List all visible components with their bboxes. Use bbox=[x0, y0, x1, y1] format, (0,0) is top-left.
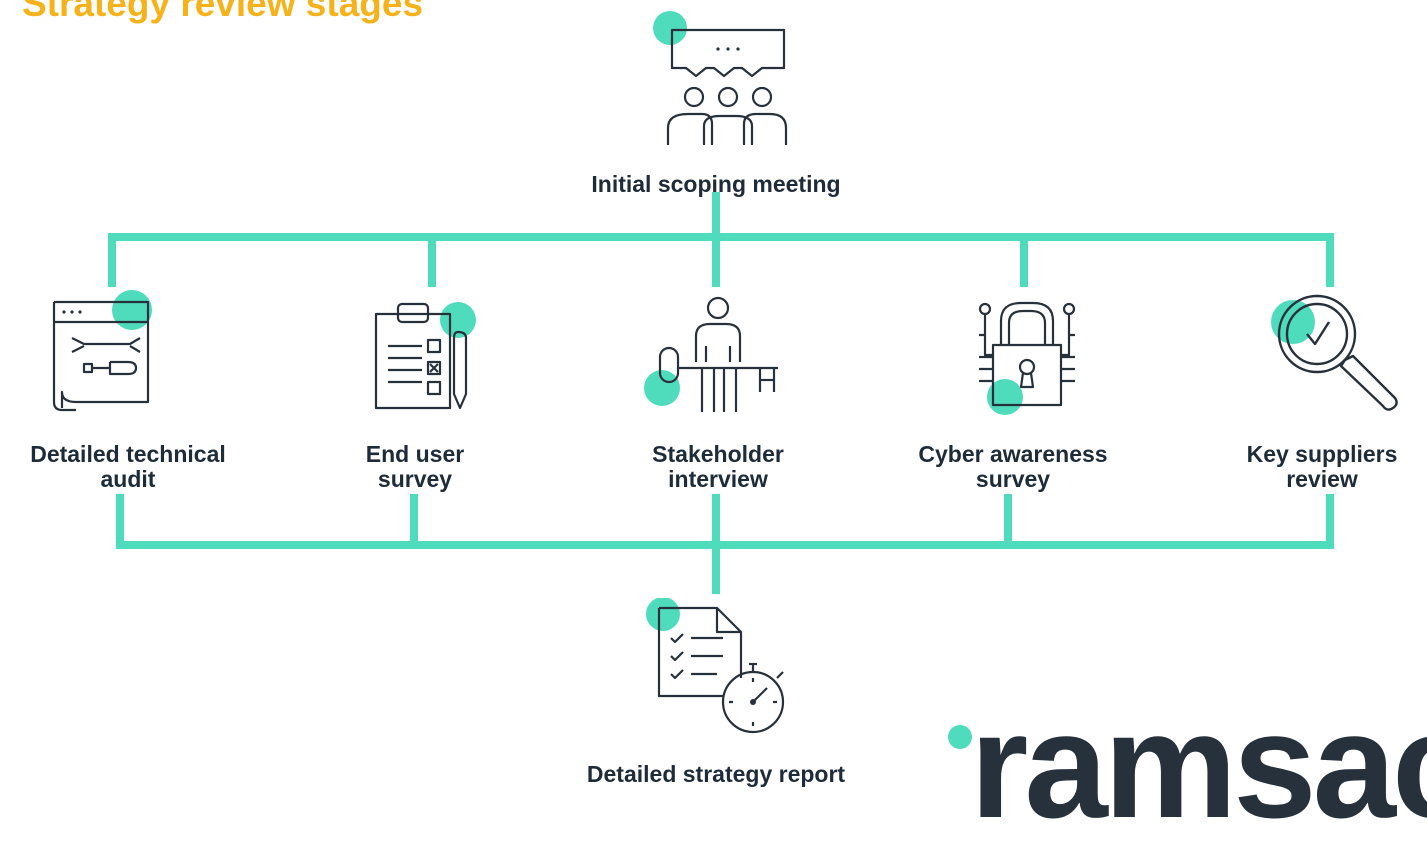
person-at-desk-icon bbox=[644, 296, 778, 412]
stage-label-cyber-awareness-survey: Cyber awareness survey bbox=[888, 442, 1138, 492]
stage-3-line-1: Stakeholder bbox=[652, 441, 784, 467]
brand-dot-icon bbox=[948, 725, 972, 749]
connector-lines bbox=[108, 192, 1334, 594]
stage-5-line-1: Key suppliers bbox=[1246, 441, 1398, 467]
padlock-circuit-icon bbox=[978, 301, 1076, 415]
browser-tools-icon bbox=[52, 290, 152, 412]
stage-4-line-2: survey bbox=[975, 466, 1051, 492]
clipboard-checklist-icon bbox=[374, 302, 476, 410]
stage-label-stakeholder-interview: Stakeholder interview bbox=[618, 442, 818, 492]
stage-label-end-user-survey: End user survey bbox=[315, 442, 515, 492]
stage-label-key-suppliers-review: Key suppliers review bbox=[1222, 442, 1422, 492]
stage-1-line-1: Detailed technical bbox=[30, 441, 226, 467]
stage-4-line-1: Cyber awareness bbox=[918, 441, 1108, 467]
stage-1-line-2: audit bbox=[100, 466, 156, 492]
stage-label-technical-audit: Detailed technical audit bbox=[0, 442, 258, 492]
brand-logo: ramsac bbox=[970, 681, 1427, 849]
magnifier-check-icon bbox=[1271, 294, 1398, 411]
stage-3-line-2: interview bbox=[668, 466, 768, 492]
report-stopwatch-icon bbox=[646, 598, 785, 734]
bottom-node-label: Detailed strategy report bbox=[586, 761, 846, 787]
page-title: Strategy review stages bbox=[22, 0, 424, 24]
top-node-label: Initial scoping meeting bbox=[591, 171, 841, 197]
stage-5-line-2: review bbox=[1286, 466, 1358, 492]
team-meeting-icon bbox=[653, 11, 788, 145]
stage-2-line-2: survey bbox=[377, 466, 453, 492]
stage-2-line-1: End user bbox=[365, 441, 465, 467]
